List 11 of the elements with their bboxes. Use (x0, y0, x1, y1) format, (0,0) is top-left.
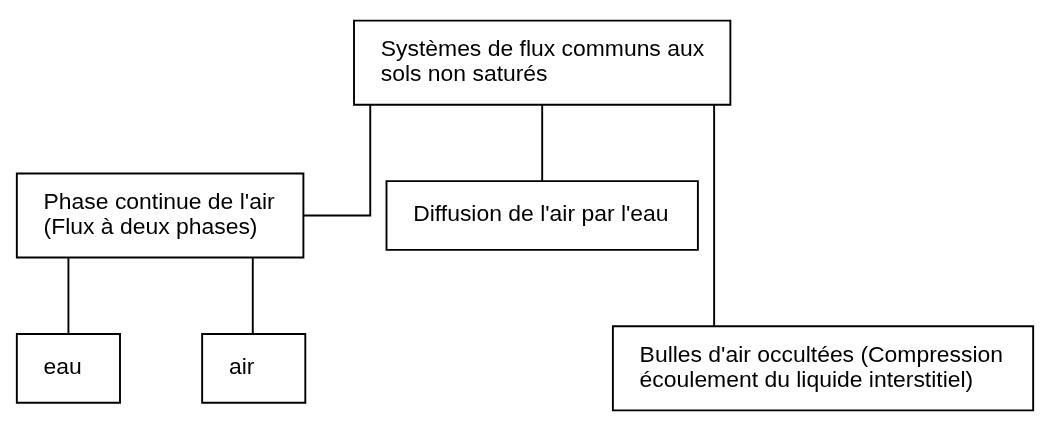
connector (67, 256, 70, 335)
node-box: Phase continue de l'air (Flux à deux phases) (15, 172, 305, 258)
node-box: Bulles d'air occultées (Compression écoulement du liquide interstitiel) (611, 324, 1035, 411)
connector (541, 103, 544, 182)
node-box: eau (15, 332, 121, 404)
connector (713, 103, 716, 327)
connector (251, 256, 254, 335)
node-box: Diffusion de l'air par l'eau (385, 179, 699, 251)
connector (302, 103, 372, 216)
node-box: air (201, 332, 307, 404)
node-box: Systèmes de flux communs aux sols non saturés (353, 19, 732, 106)
